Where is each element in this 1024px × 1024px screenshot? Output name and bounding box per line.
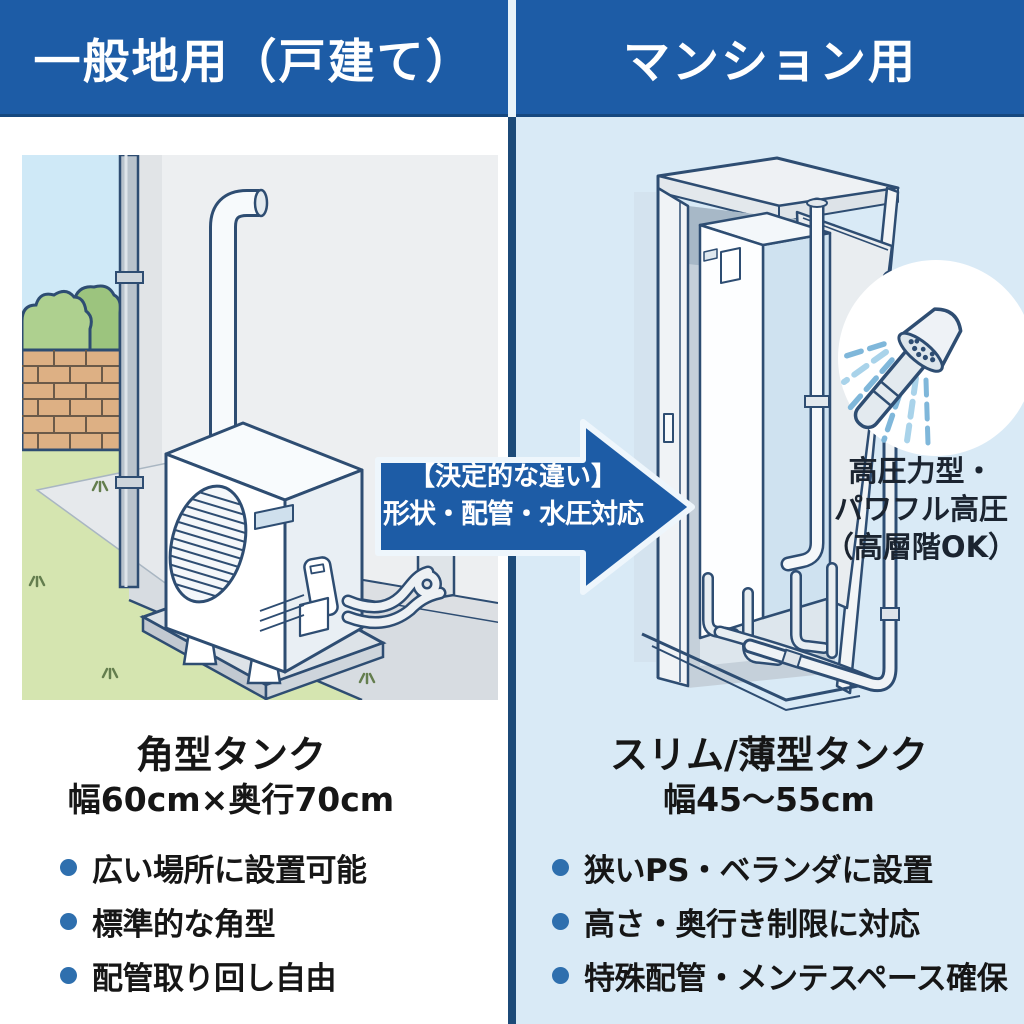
left-feature-1: 広い場所に設置可能 [92, 852, 367, 889]
tank-control-panel [720, 247, 741, 284]
list-item: 広い場所に設置可能 [60, 845, 500, 889]
tank-indicator [703, 248, 718, 262]
header-left: 一般地用（戸建て） [0, 0, 508, 117]
list-item: 配管取り回し自由 [60, 953, 500, 997]
annotation-line1: 高圧力型・ [848, 454, 994, 488]
right-feature-1: 狭いPS・ベランダに設置 [584, 852, 934, 889]
header-right-label: マンション用 [623, 34, 917, 90]
right-tank-caption: スリム/薄型タンク 幅45〜55cm [538, 732, 1000, 821]
right-feature-3: 特殊配管・メンテスペース確保 [584, 960, 1008, 997]
bullet-dot-icon [552, 912, 569, 930]
header-left-label: 一般地用（戸建て） [33, 34, 475, 90]
shaft-pipes [702, 197, 900, 693]
right-feature-2: 高さ・奥行き制限に対応 [584, 906, 920, 943]
square-tank-unit [161, 421, 364, 674]
shaft-sill [641, 632, 861, 712]
annotation-line3: （高層階OK） [824, 530, 1018, 564]
grass-tufts [28, 480, 376, 685]
connection-pipes [341, 565, 447, 630]
downspout-pipe [115, 155, 144, 589]
bush-icon [22, 290, 93, 353]
bullet-dot-icon [60, 912, 77, 930]
right-tank-type: スリム/薄型タンク [610, 733, 928, 777]
shower-handle-head [853, 307, 963, 430]
left-feature-2: 標準的な角型 [92, 906, 276, 943]
left-tank-caption: 角型タンク 幅60cm×奥行70cm [0, 732, 462, 821]
arrow-line1: 【決定的な違い】 [408, 462, 617, 492]
annotation-line2: パワフル高圧 [833, 492, 1008, 526]
left-feature-list: 広い場所に設置可能 標準的な角型 配管取り回し自由 [60, 845, 500, 1007]
left-tank-size: 幅60cm×奥行70cm [67, 780, 395, 819]
brick-wall [22, 348, 131, 452]
header-gap [508, 0, 516, 117]
left-feature-3: 配管取り回し自由 [92, 960, 337, 997]
panel-divider [508, 117, 516, 1024]
difference-arrow-text: 【決定的な違い】 形状・配管・水圧対応 [380, 459, 646, 533]
difference-arrow [375, 419, 695, 595]
shower-head-icon [838, 260, 1024, 456]
high-pressure-annotation: 高圧力型・ パワフル高圧 （高層階OK） [818, 452, 1024, 566]
bullet-dot-icon [552, 858, 569, 876]
right-feature-list: 狭いPS・ベランダに設置 高さ・奥行き制限に対応 特殊配管・メンテスペース確保 [552, 845, 1022, 1007]
door-latch [663, 413, 674, 443]
vent-pipe [209, 188, 269, 455]
list-item: 標準的な角型 [60, 899, 500, 943]
bullet-dot-icon [552, 966, 569, 984]
left-tank-type: 角型タンク [135, 733, 326, 777]
house-yard-square-tank-illustration [22, 155, 498, 700]
bullet-dot-icon [60, 966, 77, 984]
list-item: 高さ・奥行き制限に対応 [552, 899, 1022, 943]
list-item: 特殊配管・メンテスペース確保 [552, 953, 1022, 997]
header-right: マンション用 [516, 0, 1024, 117]
unit-handle-grip [298, 596, 330, 638]
unit-label-plate [254, 504, 294, 530]
list-item: 狭いPS・ベランダに設置 [552, 845, 1022, 889]
arrow-line2: 形状・配管・水圧対応 [383, 499, 644, 530]
bullet-dot-icon [60, 858, 77, 876]
right-tank-size: 幅45〜55cm [663, 780, 875, 819]
